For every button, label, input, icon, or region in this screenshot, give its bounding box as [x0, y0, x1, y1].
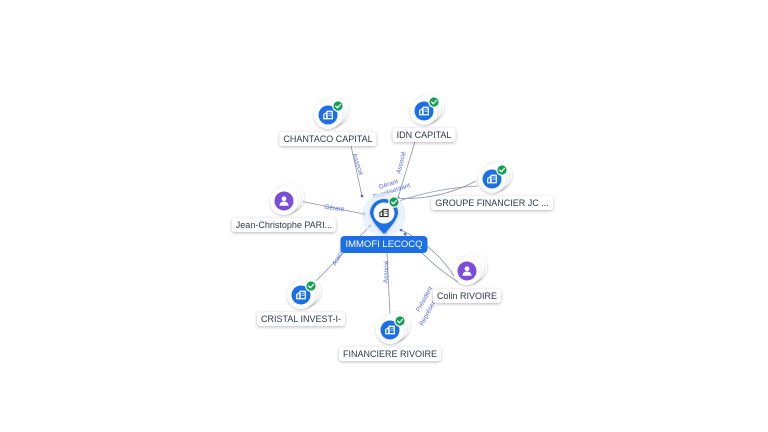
node-label-chantaco[interactable]: CHANTACO CAPITAL: [279, 132, 377, 146]
node-idn[interactable]: [410, 93, 444, 125]
building-icon: [487, 174, 497, 184]
node-label-cristal[interactable]: CRISTAL INVEST-I-: [256, 312, 346, 326]
person-icon: [279, 196, 289, 206]
node-chantaco[interactable]: [314, 97, 348, 129]
node-cristal[interactable]: [287, 277, 321, 309]
edge-arrow: [403, 232, 407, 236]
node-label-financiere[interactable]: FINANCIERE RIVOIRE: [338, 347, 442, 361]
node-label-colin[interactable]: Colin RIVOIRE: [432, 289, 502, 303]
building-icon: [323, 110, 333, 120]
node-label-jean[interactable]: Jean-Christophe PARI...: [231, 218, 337, 232]
verified-check-icon: [496, 164, 508, 176]
verified-check-icon: [428, 96, 440, 108]
building-icon: [296, 290, 306, 300]
verified-check-icon: [332, 100, 344, 112]
company-avatar: [291, 285, 311, 305]
verified-check-icon: [305, 280, 317, 292]
building-icon: [419, 106, 429, 116]
node-groupe[interactable]: [478, 161, 512, 193]
node-label-groupe[interactable]: GROUPE FINANCIER JC ...: [431, 196, 553, 210]
verified-check-icon: [388, 196, 400, 208]
center-node[interactable]: [362, 193, 406, 237]
edge-label: Gérant: [324, 204, 345, 214]
edge-line: [400, 229, 455, 277]
node-financiere[interactable]: [376, 312, 410, 344]
edge-arrow: [360, 194, 364, 198]
edge-label: Associé: [351, 153, 365, 177]
edge-line: [393, 180, 477, 199]
company-avatar: [318, 105, 338, 125]
edge-line: [395, 185, 479, 203]
person-icon: [462, 266, 472, 276]
node-jean[interactable]: [270, 183, 304, 215]
edge-line: [311, 225, 371, 286]
node-colin[interactable]: [453, 253, 487, 285]
node-label-idn[interactable]: IDN CAPITAL: [392, 128, 456, 142]
company-avatar: [380, 320, 400, 340]
verified-check-icon: [394, 315, 406, 327]
edge-line: [299, 200, 365, 215]
edge-label: Associé: [383, 260, 391, 283]
center-node-label[interactable]: IMMOFI LECOCQ: [340, 236, 428, 253]
building-icon: [385, 325, 395, 335]
company-avatar: [414, 101, 434, 121]
company-avatar: [482, 169, 502, 189]
building-icon: [379, 208, 389, 218]
